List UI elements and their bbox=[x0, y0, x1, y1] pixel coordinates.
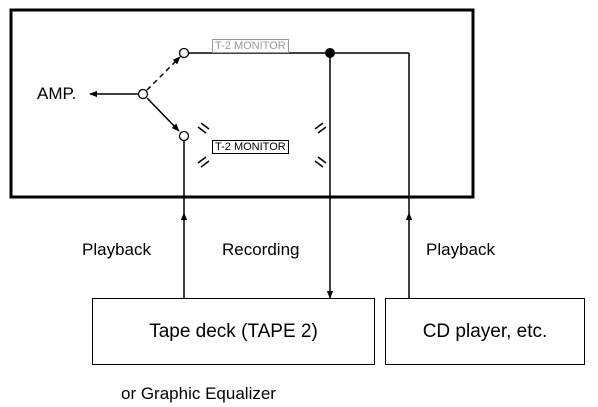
tape-deck-box: Tape deck (TAPE 2) bbox=[92, 298, 375, 365]
cd-player-box: CD player, etc. bbox=[385, 298, 585, 365]
cd-player-label: CD player, etc. bbox=[422, 320, 548, 342]
contact-upper bbox=[178, 47, 190, 59]
amplifier-panel bbox=[9, 8, 475, 199]
switch-arm-dashed bbox=[146, 56, 181, 91]
monitor-indicator-off: T-2 MONITOR bbox=[212, 39, 289, 53]
playback-label-tape: Playback bbox=[82, 240, 151, 259]
indicator-glow-marks bbox=[197, 122, 327, 168]
switch-arm-solid bbox=[146, 97, 180, 132]
selector-pivot bbox=[137, 88, 149, 100]
monitor-indicator-on: T-2 MONITOR bbox=[212, 140, 289, 154]
tape-deck-note: or Graphic Equalizer bbox=[121, 384, 276, 403]
tape-deck-label: Tape deck (TAPE 2) bbox=[149, 320, 318, 342]
playback-label-cd: Playback bbox=[426, 240, 495, 259]
contact-lower bbox=[178, 130, 190, 142]
amp-label: AMP. bbox=[37, 84, 77, 103]
recording-label: Recording bbox=[222, 240, 300, 259]
